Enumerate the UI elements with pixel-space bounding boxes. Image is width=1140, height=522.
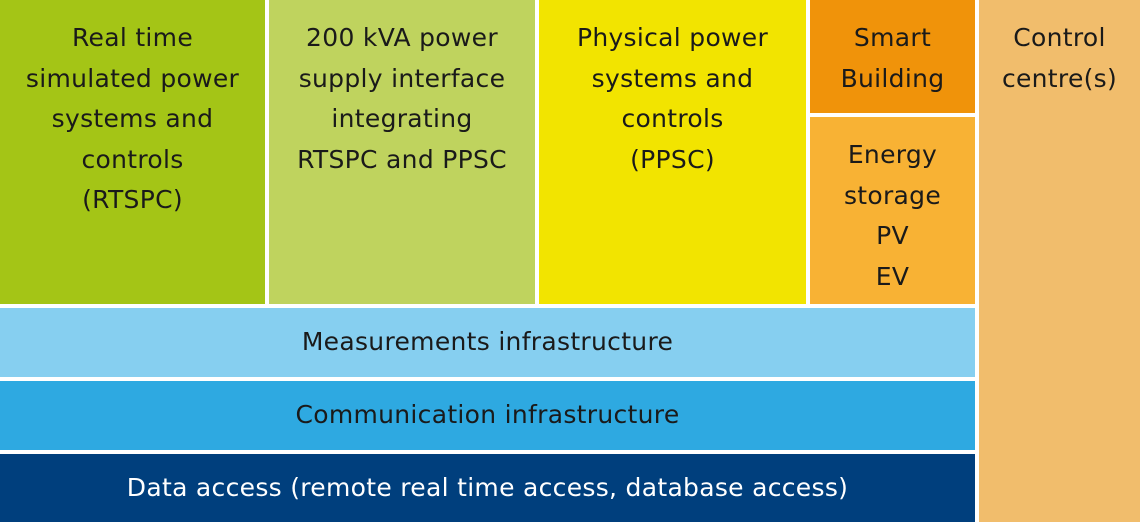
ppsc-label-line: Physical power [576,23,769,52]
control-centre-block: Control centre(s) [979,0,1140,522]
power-interface-label-line: supply interface [298,63,506,93]
measurements-layer: Measurements infrastructure [0,308,975,377]
rtspc-label-line: simulated power [25,63,240,93]
der-label-line: PV [876,221,909,250]
data-access-layer: Data access (remote real time access, da… [0,454,975,522]
power-interface-block: 200 kVA power supply interface integrati… [269,0,535,304]
measurements-label: Measurements infrastructure [301,327,674,357]
smart-building-label-line: Smart [853,23,932,52]
rtspc-block: Real time simulated power systems and co… [0,0,265,304]
data-access-label: Data access (remote real time access, da… [126,472,849,502]
der-label-line: EV [875,261,910,291]
rtspc-label-line: Real time [71,23,194,52]
control-centre-label-line: Control [1013,23,1106,52]
ppsc-label-line: controls [621,104,724,133]
der-label: Energy storage PV EV [844,135,941,297]
ppsc-label-line: (PPSC) [630,144,715,174]
communication-layer: Communication infrastructure [0,381,975,450]
der-block: Energy storage PV EV [810,117,975,304]
der-label-line: Energy [847,140,938,169]
rtspc-label-line: systems and [51,104,214,133]
control-centre-label: Control centre(s) [1002,18,1117,99]
ppsc-block: Physical power systems and controls (PPS… [539,0,806,304]
rtspc-label-line: controls [81,144,184,174]
ppsc-label: Physical power systems and controls (PPS… [577,18,768,180]
power-interface-label-line: 200 kVA power [306,23,498,52]
rtspc-label-line: (RTSPC) [82,185,183,214]
power-interface-label: 200 kVA power supply interface integrati… [297,18,507,180]
smart-building-label: Smart Building [841,18,945,99]
power-interface-label-line: integrating [331,104,473,133]
control-centre-label-line: centre(s) [1001,63,1118,93]
ppsc-label-line: systems and [591,63,754,93]
smart-building-block: Smart Building [810,0,975,113]
communication-label: Communication infrastructure [295,400,680,430]
der-label-line: storage [843,180,942,210]
power-interface-label-line: RTSPC and PPSC [297,144,507,174]
smart-building-label-line: Building [840,63,945,93]
rtspc-label: Real time simulated power systems and co… [26,18,239,221]
